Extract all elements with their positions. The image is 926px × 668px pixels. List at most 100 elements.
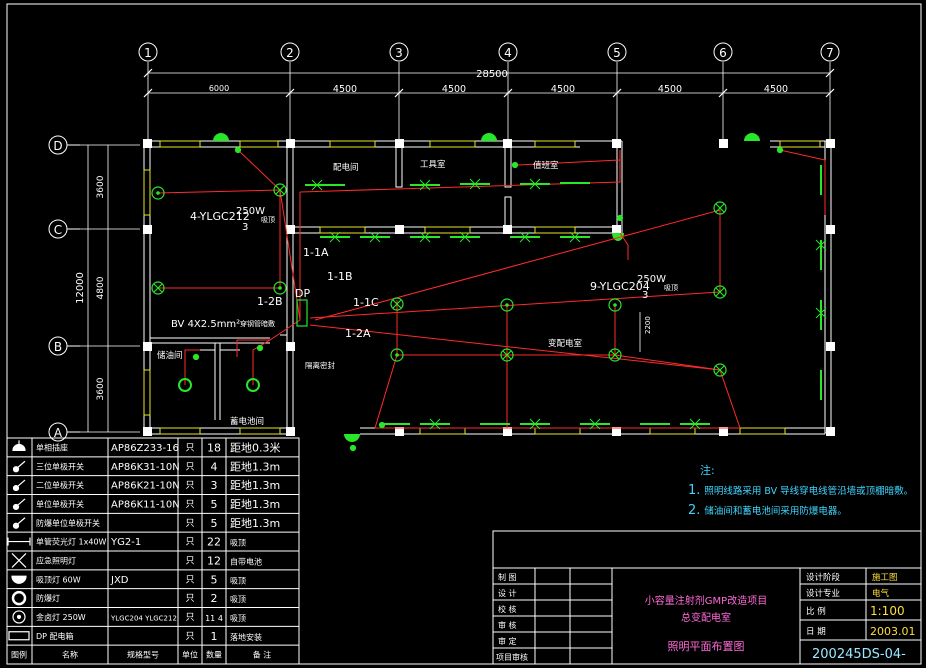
switch-icons xyxy=(192,146,784,452)
tb-scale: 1:100 xyxy=(870,604,905,618)
lamp-group-a-watt: 250W xyxy=(236,206,265,217)
legend-name: 金卤灯 250W xyxy=(36,612,86,622)
title-block xyxy=(492,530,922,665)
legend-unit: 只 xyxy=(185,632,194,642)
tb-scale-label: 比 例 xyxy=(806,606,826,617)
general-notes: 注: 1.照明线路采用 BV 导线穿电线管沿墙或顶棚暗敷。 2.储油间和蓄电池间… xyxy=(688,462,913,518)
legend-qty: 1 xyxy=(211,630,218,643)
tb-label-design: 设 计 xyxy=(498,588,517,598)
room-label-biandian: 变配电室 xyxy=(548,338,583,349)
lamp-group-a: 4-YLGC212 xyxy=(190,210,250,223)
room-label-chuyou: 储油间 xyxy=(157,350,183,361)
legend-model: YG2-1 xyxy=(110,537,141,548)
doors xyxy=(213,133,760,442)
notes-heading: 注: xyxy=(700,464,715,477)
circuit-1-1a: 1-1A xyxy=(303,246,329,259)
exlamp-icon xyxy=(11,590,27,606)
legend-name: 吸顶灯 60W xyxy=(36,574,81,584)
legend-qty: 5 xyxy=(211,498,218,511)
legend-note: 距地1.3m xyxy=(230,517,280,530)
legend-note: 距地1.3m xyxy=(230,479,280,492)
legend-model: YLGC204 YLGC212 xyxy=(110,614,177,622)
lamp-group-a-height: 3 xyxy=(242,222,248,233)
room-label-peidian: 配电间 xyxy=(333,162,359,173)
axis-label-b: B xyxy=(54,340,62,354)
switch1-icon xyxy=(12,498,26,511)
dimension-lines xyxy=(80,62,835,433)
distribution-panel-dp xyxy=(296,299,308,327)
note-item-1: 1.照明线路采用 BV 导线穿电线管沿墙或顶棚暗敷。 xyxy=(688,483,913,498)
lamp-group-b-watt: 250W xyxy=(637,274,666,285)
legend-note: 吸顶 xyxy=(230,595,246,604)
fluorescent-tube-icons xyxy=(305,165,822,425)
room-label-xudian: 蓄电池间 xyxy=(230,416,264,427)
tb-subproject: 总变配电室 xyxy=(681,611,731,624)
legend-qty: 5 xyxy=(211,573,218,586)
windows xyxy=(143,140,821,435)
legend-name: 单相插座 xyxy=(36,442,68,452)
legend-unit: 只 xyxy=(185,443,194,453)
tb-drawing-title: 照明平面布置图 xyxy=(668,640,745,653)
legend-qty: 12 xyxy=(207,554,221,567)
note-item-2: 2.储油间和蓄电池间采用防爆电器。 xyxy=(688,503,913,518)
cable-spec: BV 4X2.5mm² xyxy=(171,319,240,330)
panel-icon xyxy=(8,631,30,641)
legend-name: 防爆灯 xyxy=(36,593,60,603)
legend-note: 落地安装 xyxy=(230,632,262,642)
note-2-number: 2. xyxy=(688,503,701,518)
lamp-group-a-note: 吸顶 xyxy=(261,216,275,224)
legend-model: AP86K21-10N xyxy=(111,481,180,492)
legend-name: 三位单极开关 xyxy=(36,461,84,471)
legend-qty: 2 xyxy=(211,592,218,605)
switch2-icon xyxy=(12,479,26,492)
legend-unit: 只 xyxy=(185,613,194,623)
axis-label-6: 6 xyxy=(719,46,727,60)
legend-header-cell: 图例 xyxy=(11,650,27,660)
note-1-number: 1. xyxy=(688,483,701,498)
legend-name: DP 配电箱 xyxy=(36,631,74,641)
circuit-1-2a: 1-2A xyxy=(345,327,371,340)
axis-label-4: 4 xyxy=(504,46,512,60)
explosion-proof-lamp-icons xyxy=(178,378,260,392)
legend-unit: 只 xyxy=(185,481,194,491)
switch3-icon xyxy=(12,460,26,473)
legend-note: 距地1.3m xyxy=(230,460,280,473)
room-label-geli: 隔离密封 xyxy=(305,360,335,370)
hid-icon xyxy=(12,610,26,624)
circuit-1-2b: 1-2B xyxy=(257,295,283,308)
legend-note: 距地0.3米 xyxy=(230,441,281,454)
axis-label-c: C xyxy=(54,223,62,237)
legend-unit: 只 xyxy=(185,575,194,585)
legend-qty: 4 xyxy=(211,460,218,473)
legend-name: 单位单极开关 xyxy=(36,499,84,509)
tb-label-approve: 审 定 xyxy=(498,636,517,646)
axis-label-2: 2 xyxy=(286,46,294,60)
legend-qty: 22 xyxy=(207,536,221,549)
legend-note: 吸顶 xyxy=(230,614,246,623)
legend-model: AP86K11-10N xyxy=(111,499,180,510)
tb-discipline: 电气 xyxy=(872,588,890,599)
legend-note: 距地1.3m xyxy=(230,498,280,511)
axis-bubbles xyxy=(48,42,840,442)
legend-row: DP 配电箱 只 1 落地安装 xyxy=(8,630,262,643)
tube-icon xyxy=(7,537,31,546)
legend-header-cell: 单位 xyxy=(182,650,198,660)
wiring-circuits xyxy=(157,149,826,429)
tube-cross-marks xyxy=(311,178,827,430)
tb-label-project-review: 项目审核 xyxy=(496,652,528,662)
legend-model: JXD xyxy=(110,575,129,586)
dim-vertical-3: 3600 xyxy=(96,377,106,400)
dim-span-1: 6000 xyxy=(209,84,229,93)
dim-span-3: 4500 xyxy=(442,84,466,95)
legend-qty: 5 xyxy=(211,517,218,530)
legend-model: AP86Z233-16 xyxy=(111,443,179,454)
legend-unit: 只 xyxy=(185,538,194,548)
axis-label-d: D xyxy=(53,139,62,153)
switchex-icon xyxy=(12,517,26,529)
